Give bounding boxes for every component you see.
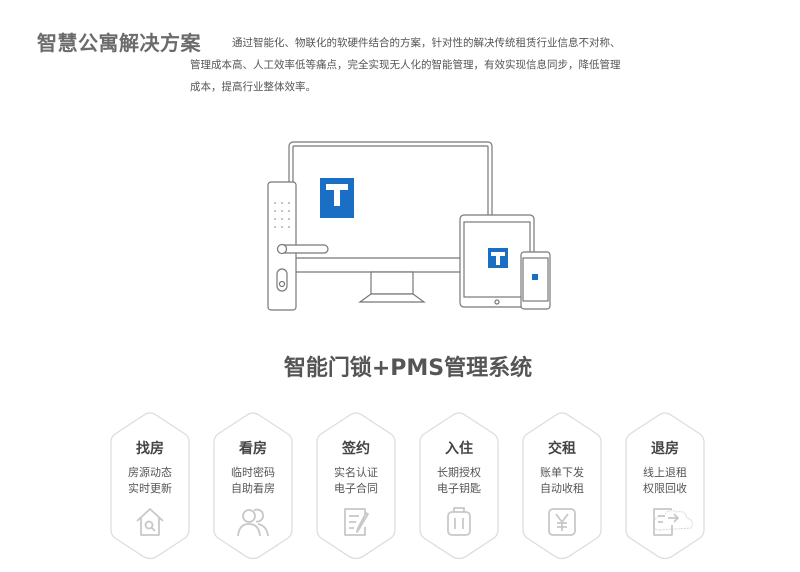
luggage-icon [447,507,471,536]
page-title: 智慧公寓解决方案 [37,31,201,55]
step-line-1: 账单下发 [540,466,584,479]
hexagon-frame [213,412,293,560]
devices-illustration [267,141,551,311]
hexagon-frame [522,412,602,560]
house-search-icon [136,508,164,536]
contract-pen-icon [344,508,369,536]
step-title: 签约 [342,441,370,457]
phone-illustration [520,251,551,310]
step-card-6: 退房线上退租权限回收 [624,410,706,562]
step-title: 找房 [136,441,164,457]
step-line-2: 实时更新 [128,482,172,495]
hexagon-frame [625,412,705,560]
step-line-2: 自动收租 [540,482,584,495]
watermark-logo [650,505,790,544]
yen-icon [548,508,576,536]
step-card-2: 看房临时密码自助看房 [212,410,294,562]
step-line-1: 临时密码 [231,466,275,479]
step-line-1: 实名认证 [334,466,378,479]
system-heading: 智能门锁+PMS管理系统 [283,356,533,381]
intro-paragraph: 通过智能化、物联化的软硬件结合的方案，针对性的解决传统租赁行业信息不对称、管理成… [190,37,621,93]
step-card-4: 入住长期授权电子钥匙 [418,410,500,562]
step-title: 看房 [239,441,267,457]
hexagon-frame [419,412,499,560]
step-card-3: 签约实名认证电子合同 [315,410,397,562]
step-line-2: 自助看房 [231,482,275,495]
step-card-1: 找房房源动态实时更新 [109,410,191,562]
smart-lock-illustration [267,181,329,311]
step-line-2: 电子钥匙 [437,482,481,495]
step-card-5: 交租账单下发自动收租 [521,410,603,562]
step-line-2: 权限回收 [643,482,687,495]
people-icon [237,508,269,537]
step-line-1: 长期授权 [437,466,481,479]
step-line-1: 线上退租 [643,466,687,479]
step-title: 交租 [548,441,576,457]
step-title: 退房 [651,441,679,457]
step-title: 入住 [445,441,473,457]
hexagon-frame [316,412,396,560]
step-line-1: 房源动态 [128,466,172,479]
monitor-illustration [288,141,493,303]
step-line-2: 电子合同 [334,482,378,495]
hexagon-frame [110,412,190,560]
